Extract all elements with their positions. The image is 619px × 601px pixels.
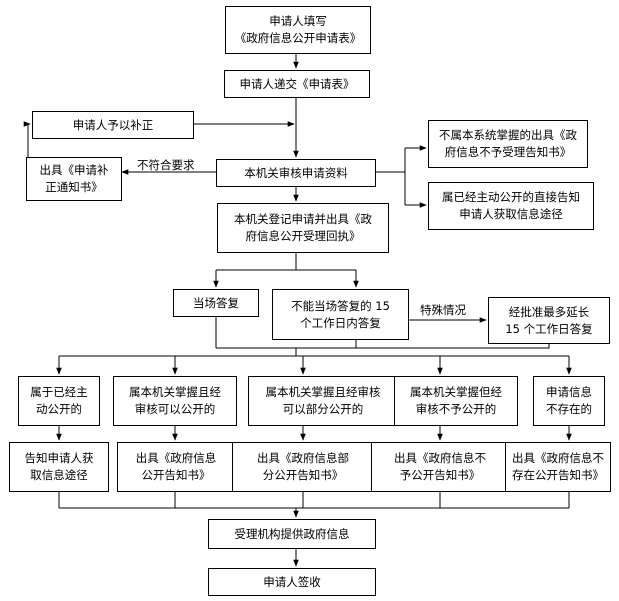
node-correction-notice: 出具《申请补 正通知书》 [26, 157, 122, 201]
node-supplement: 申请人予以补正 [32, 111, 194, 139]
node-case-partial: 属本机关掌握且经审核 可以部分公开的 [248, 376, 398, 426]
node-out-partial-notice: 出具《政府信息部 分公开告知书》 [232, 442, 374, 492]
node-apply-fill: 申请人填写 《政府信息公开申请表》 [225, 6, 371, 54]
node-review: 本机关审核申请资料 [216, 159, 376, 187]
node-case-not-exist: 申请信息 不存在的 [533, 376, 605, 426]
node-out-inform: 告知申请人获 取信息途径 [9, 442, 109, 492]
node-reply-now: 当场答复 [173, 289, 259, 317]
node-not-held: 不属本系统掌握的出具《政 府信息不予受理告知书》 [428, 120, 588, 168]
node-case-can-disclose: 属本机关掌握且经 审核可以公开的 [113, 376, 237, 426]
node-submit: 申请人递交《申请表》 [224, 70, 370, 98]
edge-extend-down [356, 344, 550, 349]
node-register: 本机关登记申请并出具《政 府信息公开受理回执》 [217, 203, 389, 253]
label-not-meet: 不符合要求 [137, 158, 195, 172]
node-out-not-exist-notice: 出具《政府信息不 存在公开告知书》 [505, 442, 611, 492]
node-case-no-disclose: 属本机关掌握但经 审核不予公开的 [394, 376, 518, 426]
node-out-no-disclose-notice: 出具《政府信息不 予公开告知书》 [371, 442, 509, 492]
node-reply-15: 不能当场答复的 15 个工作日内答复 [272, 289, 409, 340]
node-case-already-public: 属于已经主 动公开的 [18, 376, 100, 426]
label-special: 特殊情况 [420, 303, 466, 317]
node-already-public: 属已经主动公开的直接告知 申请人获取信息途径 [428, 182, 594, 230]
node-provide: 受理机构提供政府信息 [208, 519, 376, 549]
node-sign: 申请人签收 [208, 568, 376, 596]
edge-correction-to-supplement [23, 121, 31, 172]
node-out-public-notice: 出具《政府信息 公开告知书》 [117, 442, 235, 492]
node-extend: 经批准最多延长 15 个工作日答复 [488, 297, 610, 344]
